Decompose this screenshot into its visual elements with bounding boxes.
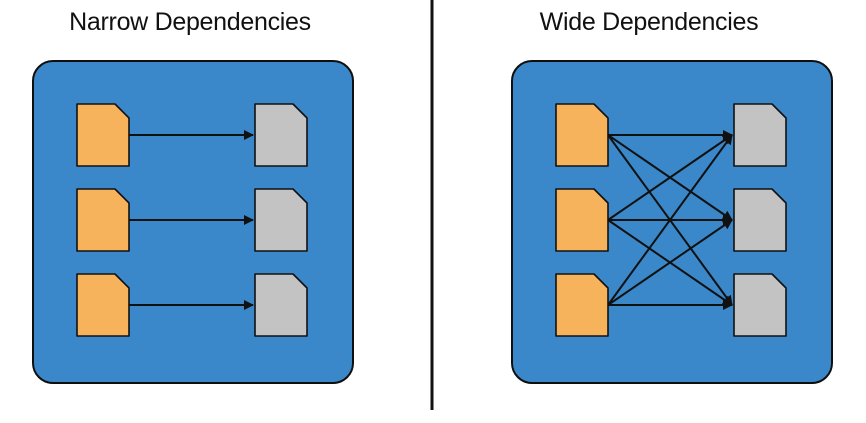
narrow-dependencies-title: Narrow Dependencies (69, 8, 311, 36)
wide-child-partition-1 (733, 103, 787, 167)
wide-dependency-arrow-2-to-1 (607, 134, 733, 221)
wide-dependency-arrow-3-to-2 (607, 219, 733, 306)
wide-parent-partition-1 (555, 103, 609, 167)
wide-child-partition-3 (733, 273, 787, 337)
wide-dependencies-panel (511, 60, 833, 384)
narrow-child-partition-2 (254, 188, 308, 252)
narrow-parent-partition-2 (76, 188, 130, 252)
narrow-child-partition-1 (254, 103, 308, 167)
wide-parent-partition-2 (555, 188, 609, 252)
narrow-parent-partition-1 (76, 103, 130, 167)
wide-child-partition-2 (733, 188, 787, 252)
narrow-dependencies-panel (32, 60, 354, 384)
wide-dependencies-title: Wide Dependencies (539, 8, 759, 36)
narrow-parent-partition-3 (76, 273, 130, 337)
narrow-child-partition-3 (254, 273, 308, 337)
wide-parent-partition-3 (555, 273, 609, 337)
wide-dependency-arrow-3-to-1 (607, 134, 733, 306)
